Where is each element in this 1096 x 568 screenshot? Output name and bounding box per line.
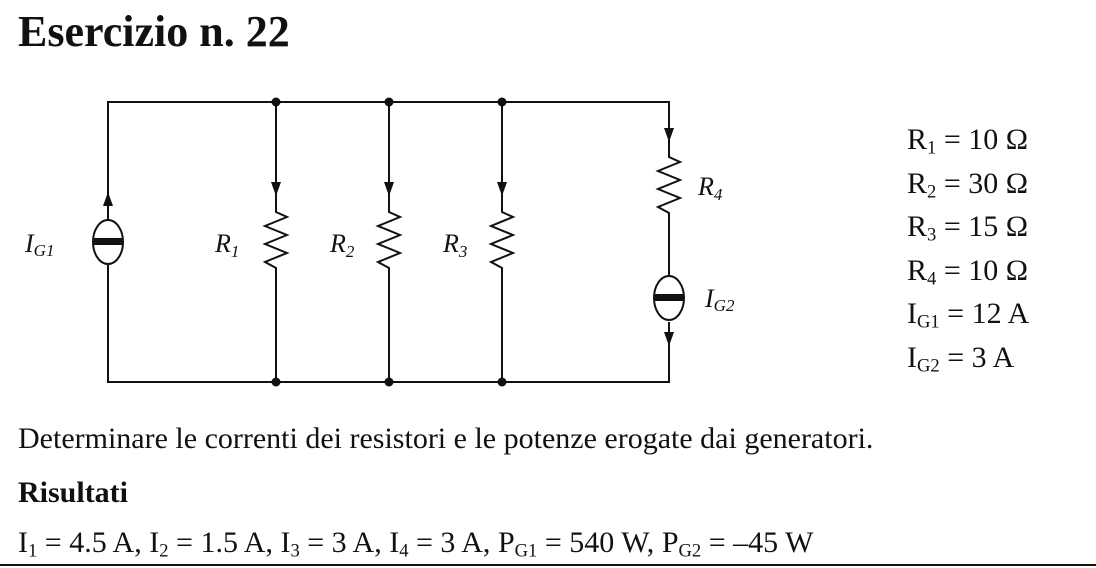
ig1-bar xyxy=(93,238,123,245)
node-dot xyxy=(497,377,507,387)
label-r4: R4 xyxy=(697,172,723,204)
component-values: R1 = 10 Ω R2 = 30 Ω R3 = 15 Ω R4 = 10 Ω … xyxy=(907,118,1029,379)
arrow-down-icon xyxy=(664,332,674,346)
value-r4: R4 = 10 Ω xyxy=(907,253,1029,290)
node-dot xyxy=(271,97,281,107)
arrow-down-icon xyxy=(664,128,674,142)
label-r3: R3 xyxy=(442,229,467,261)
label-r2: R2 xyxy=(329,229,355,261)
node-dot xyxy=(497,97,507,107)
page-title: Esercizio n. 22 xyxy=(18,7,290,56)
label-ig1: IG1 xyxy=(24,229,54,260)
label-r1: R1 xyxy=(214,229,239,261)
resistor-r1 xyxy=(262,208,290,276)
value-r3: R3 = 15 Ω xyxy=(907,210,1029,246)
circuit-diagram: IG1 R1 R2 R3 R4 IG2 xyxy=(24,97,735,387)
arrow-down-icon xyxy=(271,182,281,196)
arrow-down-icon xyxy=(497,182,507,196)
node-dot xyxy=(271,377,281,387)
arrow-up-icon xyxy=(103,192,113,206)
label-ig2: IG2 xyxy=(704,284,735,315)
node-dot xyxy=(384,97,394,107)
value-r1: R1 = 10 Ω xyxy=(907,123,1029,159)
value-ig1: IG1 = 12 A xyxy=(907,297,1030,333)
results-line: I1 = 4.5 A, I2 = 1.5 A, I3 = 3 A, I4 = 3… xyxy=(18,526,814,562)
arrow-down-icon xyxy=(384,182,394,196)
ig2-bar xyxy=(654,294,684,301)
divider-line xyxy=(0,564,1096,566)
node-dot xyxy=(384,377,394,387)
value-r2: R2 = 30 Ω xyxy=(907,166,1029,203)
resistor-r2 xyxy=(375,208,403,276)
value-ig2: IG2 = 3 A xyxy=(907,340,1015,377)
task-text: Determinare le correnti dei resistori e … xyxy=(18,422,874,455)
resistor-r4 xyxy=(655,152,683,220)
results-heading: Risultati xyxy=(18,476,129,509)
resistor-r3 xyxy=(488,208,516,276)
